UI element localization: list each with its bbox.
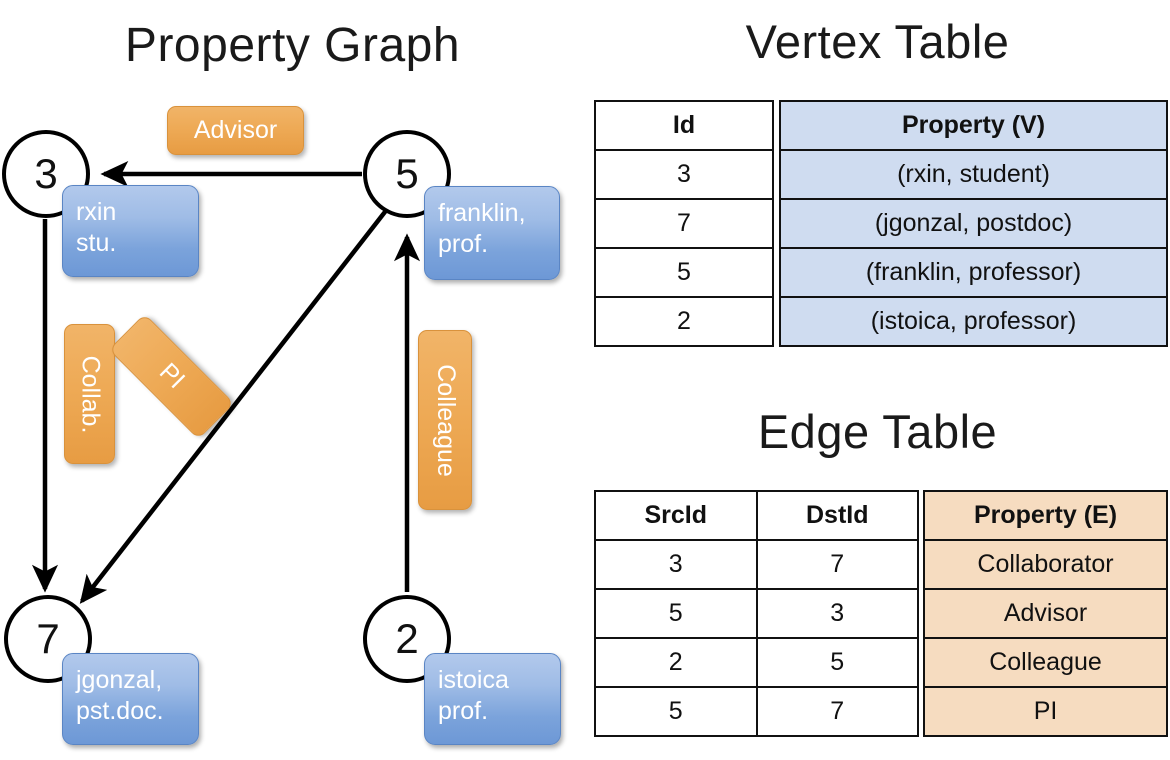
- table-row: (istoica, professor): [779, 296, 1168, 347]
- vertex-property-line-2: prof.: [438, 229, 489, 258]
- edge-property-cell: Collaborator: [923, 539, 1168, 590]
- edge-label-collab-text: Collab.: [76, 355, 105, 433]
- table-row: 5 3: [594, 588, 919, 639]
- vertex-id-cell: 5: [594, 247, 774, 298]
- edge-dst-cell: 3: [755, 588, 919, 639]
- edge-src-cell: 2: [594, 637, 758, 688]
- vertex-property-box-rxin: rxin stu.: [62, 185, 199, 277]
- table-row: 2: [594, 296, 774, 347]
- vertex-property-line-1: jgonzal,: [76, 666, 163, 694]
- vertex-property-box-jgonzal: jgonzal, pst.doc.: [62, 653, 199, 745]
- edge-src-cell: 5: [594, 686, 758, 737]
- vertex-node-7-label: 7: [36, 615, 60, 662]
- table-row: 3: [594, 149, 774, 200]
- vertex-property-cell: (jgonzal, postdoc): [779, 198, 1168, 249]
- vertex-node-3-label: 3: [34, 150, 58, 197]
- edge-label-advisor: Advisor: [167, 106, 304, 155]
- table-row: 2 5: [594, 637, 919, 688]
- vertex-property-cell: (istoica, professor): [779, 296, 1168, 347]
- edge-5-to-7: [79, 206, 390, 604]
- table-header-row: Property (E): [923, 490, 1168, 541]
- vertex-table-id-column: Id 3 7 5 2: [594, 100, 774, 347]
- vertex-property-cell: (rxin, student): [779, 149, 1168, 200]
- table-row: (franklin, professor): [779, 247, 1168, 298]
- table-row: (rxin, student): [779, 149, 1168, 200]
- vertex-property-box-franklin: franklin, prof.: [424, 186, 560, 280]
- edge-table-dst-header: DstId: [755, 490, 919, 541]
- table-row: Advisor: [923, 588, 1168, 639]
- vertex-node-2-label: 2: [395, 615, 419, 662]
- table-row: PI: [923, 686, 1168, 737]
- edge-label-colleague-text: Colleague: [431, 363, 460, 477]
- edge-src-cell: 5: [594, 588, 758, 639]
- vertex-table-property-header: Property (V): [779, 100, 1168, 151]
- edge-label-collab: Collab.: [64, 324, 115, 464]
- table-row: Collaborator: [923, 539, 1168, 590]
- property-graph-panel: Property Graph 3 5 7 2 rxin stu. frankli…: [2, 19, 561, 745]
- edge-property-cell: PI: [923, 686, 1168, 737]
- table-header-row: Id: [594, 100, 774, 151]
- edge-table-src-header: SrcId: [594, 490, 758, 541]
- vertex-property-line-1: istoica: [438, 666, 509, 694]
- edge-label-colleague: Colleague: [418, 330, 472, 510]
- table-header-row: SrcId DstId: [594, 490, 919, 541]
- table-row: 5 7: [594, 686, 919, 737]
- vertex-node-5[interactable]: 5: [363, 130, 451, 218]
- vertex-property-cell: (franklin, professor): [779, 247, 1168, 298]
- edge-property-cell: Advisor: [923, 588, 1168, 639]
- vertex-table-property-column: Property (V) (rxin, student) (jgonzal, p…: [779, 100, 1168, 347]
- vertex-table-id-header: Id: [594, 100, 774, 151]
- edge-src-cell: 3: [594, 539, 758, 590]
- vertex-node-5-label: 5: [395, 150, 419, 197]
- edge-table-key-columns: SrcId DstId 3 7 5 3 2 5 5 7: [594, 490, 919, 737]
- table-row: 3 7: [594, 539, 919, 590]
- vertex-property-line-1: franklin,: [438, 199, 526, 227]
- table-row: Colleague: [923, 637, 1168, 688]
- edge-table-property-column: Property (E) Collaborator Advisor Collea…: [923, 490, 1168, 737]
- edge-dst-cell: 7: [755, 686, 919, 737]
- edge-label-pi-text: PI: [153, 357, 191, 395]
- vertex-id-cell: 3: [594, 149, 774, 200]
- vertex-property-line-2: pst.doc.: [76, 696, 164, 725]
- edge-dst-cell: 5: [755, 637, 919, 688]
- page-title-edge-table: Edge Table: [757, 405, 998, 458]
- vertex-node-2[interactable]: 2: [363, 595, 451, 683]
- page-title-vertex-table: Vertex Table: [745, 15, 1010, 68]
- table-header-row: Property (V): [779, 100, 1168, 151]
- edge-property-cell: Colleague: [923, 637, 1168, 688]
- vertex-id-cell: 2: [594, 296, 774, 347]
- edge-table-property-header: Property (E): [923, 490, 1168, 541]
- graph-edges: [31, 160, 421, 604]
- table-row: 5: [594, 247, 774, 298]
- edge-label-advisor-text: Advisor: [193, 116, 278, 144]
- table-row: (jgonzal, postdoc): [779, 198, 1168, 249]
- table-row: 7: [594, 198, 774, 249]
- vertex-property-line-2: prof.: [438, 696, 489, 725]
- edge-dst-cell: 7: [755, 539, 919, 590]
- vertex-id-cell: 7: [594, 198, 774, 249]
- vertex-property-box-istoica: istoica prof.: [424, 653, 561, 745]
- vertex-property-line-2: stu.: [76, 228, 117, 257]
- vertex-property-line-1: rxin: [76, 198, 117, 226]
- page-title-property-graph: Property Graph: [124, 19, 461, 72]
